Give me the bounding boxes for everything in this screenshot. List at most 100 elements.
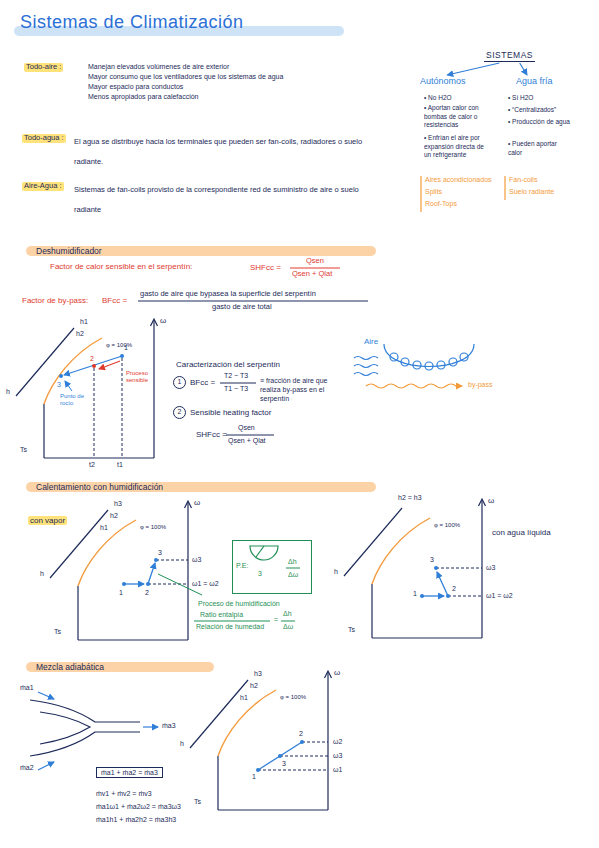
chart-label: t2 bbox=[89, 461, 95, 469]
chart-label: φ = 100% bbox=[140, 524, 166, 531]
process-lines bbox=[434, 566, 438, 570]
callout-number: 2 bbox=[178, 408, 182, 416]
category-node: Agua fría bbox=[516, 76, 553, 86]
chart-label: ω1 = ω2 bbox=[486, 592, 513, 600]
formula-term: gasto de aire total bbox=[212, 303, 272, 312]
chart-label: h1 bbox=[240, 694, 248, 702]
protractor-symbol bbox=[250, 546, 278, 560]
formula-term: Qsen + Qlat bbox=[228, 437, 266, 445]
coil-sketch bbox=[460, 353, 468, 361]
chart-label: 1 bbox=[119, 589, 123, 597]
process-lines bbox=[422, 595, 444, 596]
mixing-junction bbox=[38, 762, 54, 770]
chart-label: ω1 bbox=[333, 766, 342, 774]
process-lines bbox=[94, 368, 95, 458]
section-band: Calentamiento con humidificación bbox=[26, 482, 376, 492]
mixing-junction bbox=[30, 700, 140, 722]
chart-label: Ts bbox=[348, 626, 355, 634]
chart-label: h3 bbox=[254, 670, 262, 678]
equation: ṁa1ω1 + ṁa2ω2 = ṁa3ω3 bbox=[96, 803, 181, 811]
chart-label: 2 bbox=[452, 585, 456, 593]
example-text: Suelo radiante bbox=[509, 188, 554, 196]
chart-label: h1 bbox=[80, 318, 88, 326]
process-lines bbox=[154, 558, 158, 562]
process-lines bbox=[146, 582, 150, 586]
chart-label: h1 bbox=[100, 524, 108, 532]
chart-label: h2 bbox=[250, 682, 258, 690]
formula-term: BFcc = bbox=[102, 296, 127, 305]
fraction-bars bbox=[281, 621, 295, 622]
formula-term: Qsen + Qlat bbox=[292, 270, 332, 279]
chart-label: ω3 bbox=[333, 752, 342, 760]
chart-label: Ts bbox=[194, 798, 201, 806]
chart-label: φ = 100% bbox=[106, 342, 132, 349]
subheading: Caracterización del serpentín bbox=[176, 360, 280, 369]
mixing-junction bbox=[143, 726, 158, 727]
flow-label: by-pass bbox=[468, 381, 493, 389]
flow-label: ṁa3 bbox=[162, 722, 176, 730]
flow-label: Aire bbox=[364, 337, 378, 346]
bullet-text: • Aportan calor con bombas de calor o re… bbox=[424, 104, 490, 130]
bullet-text: • “Centralizados” bbox=[508, 106, 570, 115]
chart-label: ω bbox=[160, 316, 166, 325]
body-text: Mayor consumo que los ventiladores que l… bbox=[88, 73, 283, 81]
coil-sketch bbox=[384, 344, 474, 367]
node-text: Calentamiento con humidificación bbox=[36, 482, 366, 492]
node-text: Δh bbox=[288, 558, 297, 566]
process-lines bbox=[302, 742, 328, 743]
chart-label: ω2 bbox=[333, 738, 342, 746]
example-text: Roof-Tops bbox=[425, 200, 457, 208]
chart-label: h2 bbox=[76, 330, 84, 338]
chart-label: 2 bbox=[90, 355, 94, 363]
chart-label: φ = 100% bbox=[280, 694, 306, 701]
annotation-text: Δh bbox=[283, 610, 292, 618]
node-text: P.E: bbox=[236, 562, 248, 570]
formula-label: Factor de calor sensible en el serpentín… bbox=[50, 262, 192, 271]
formula-label: Factor de by-pass: bbox=[22, 296, 88, 305]
tree-arrow bbox=[447, 63, 499, 75]
process-lines bbox=[92, 364, 96, 368]
process-lines bbox=[256, 740, 328, 772]
process-lines bbox=[59, 374, 63, 378]
body-text: Manejan elevados volúmenes de aire exter… bbox=[88, 63, 229, 71]
process-lines bbox=[122, 558, 202, 595]
tree-brackets bbox=[504, 176, 505, 200]
fraction-bars bbox=[138, 268, 368, 621]
chart-label: Ts bbox=[54, 628, 61, 636]
coil-sketch bbox=[354, 373, 378, 376]
chart-label: Punto de rocío bbox=[60, 393, 92, 407]
formula-term: Qsen bbox=[238, 424, 255, 432]
body-text: Menos apropiados para calefacción bbox=[88, 93, 199, 101]
process-lines bbox=[258, 742, 302, 770]
chart-label: 1 bbox=[124, 344, 128, 352]
chart-label: h bbox=[180, 740, 184, 748]
psychrometric-chart bbox=[16, 319, 158, 458]
process-lines bbox=[65, 381, 72, 391]
chart-label: h2 bbox=[110, 512, 118, 520]
chart-label: 3 bbox=[282, 760, 286, 768]
chart-label: Ts bbox=[20, 446, 27, 454]
example-text: Aires acondicionados bbox=[425, 176, 492, 184]
formula-term: Qsen bbox=[306, 257, 324, 266]
chart-label: ω1 = ω2 bbox=[192, 580, 219, 588]
coil-sketch bbox=[354, 365, 378, 368]
coil-sketch bbox=[354, 357, 378, 360]
bullet-text: • Producción de agua bbox=[508, 118, 570, 127]
node-text: Deshumidificador bbox=[36, 246, 366, 256]
coil-sketch bbox=[413, 361, 421, 369]
annotation-text: Relación de humedad bbox=[196, 623, 264, 631]
node-text: 3 bbox=[258, 570, 262, 578]
highlighted-term: Aire-Agua : bbox=[22, 182, 64, 191]
process-lines bbox=[122, 582, 126, 586]
coil-sketch bbox=[449, 358, 457, 366]
flow-label: ṁa1 bbox=[20, 684, 34, 692]
formula-term: T2 − T3 bbox=[224, 372, 248, 380]
equation: ṁv1 + ṁv2 = ṁv3 bbox=[96, 790, 152, 798]
subheading: con agua líquida bbox=[492, 528, 551, 537]
bullet-text: • Enfrían el aire por expansión directa … bbox=[424, 134, 490, 160]
chart-label: 1 bbox=[413, 590, 417, 598]
formula-term: BFcc = bbox=[190, 378, 215, 387]
node-text: Agua fría bbox=[516, 76, 553, 86]
mixing-junction bbox=[38, 692, 54, 699]
